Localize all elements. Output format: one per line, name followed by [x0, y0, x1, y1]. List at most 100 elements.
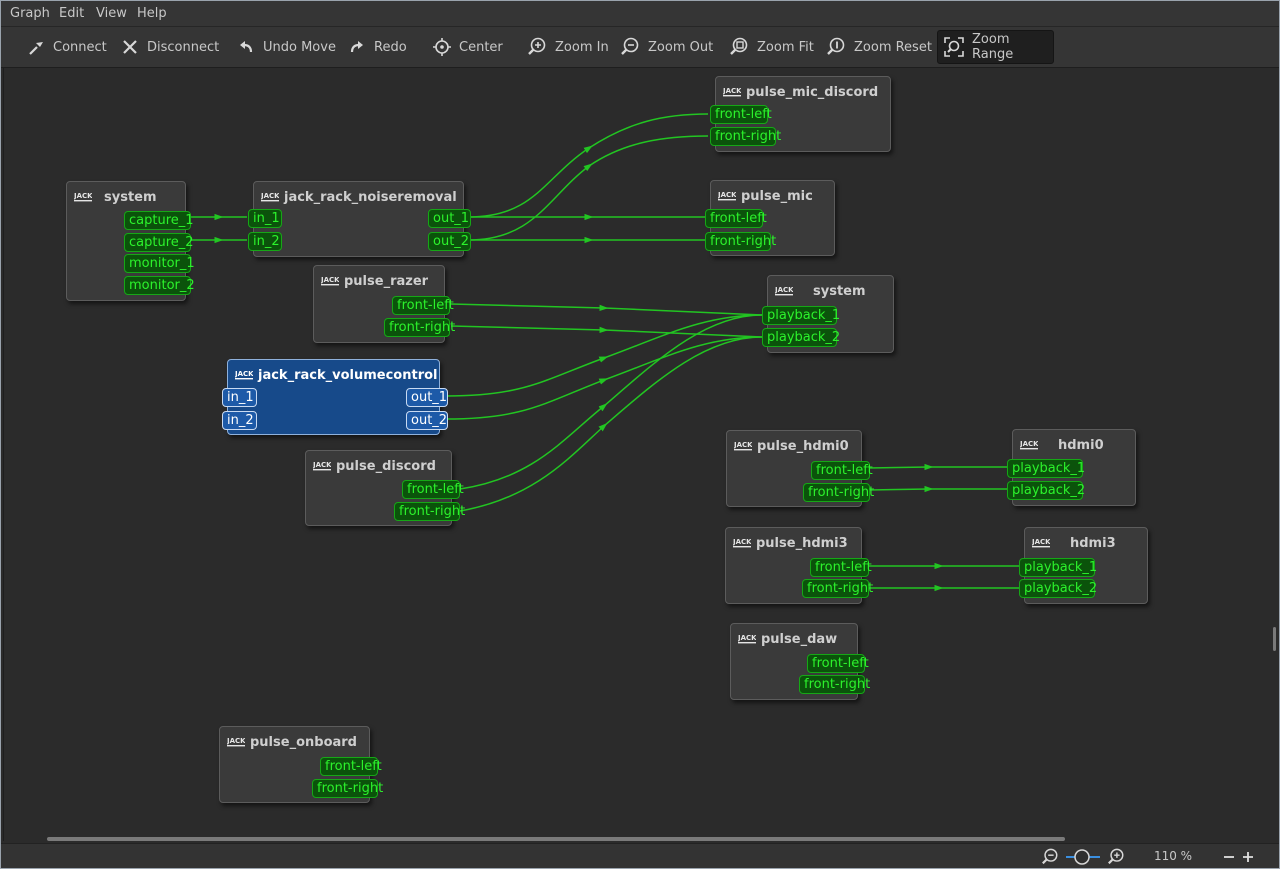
port-front-left[interactable]: front-left: [320, 757, 382, 776]
port-front-left[interactable]: front-left: [710, 105, 772, 124]
port-front-right[interactable]: front-right: [312, 779, 383, 798]
node-title: JACK hdmi3: [1032, 534, 1116, 552]
undo-icon: [240, 41, 253, 53]
port-out-2[interactable]: out_2: [428, 232, 471, 251]
port-in-2[interactable]: in_2: [222, 411, 257, 430]
patchbay-canvas[interactable]: JACK system capture_1 capture_2 monitor_…: [3, 68, 1276, 841]
svg-text:JACK: JACK: [775, 286, 793, 294]
port-monitor-1[interactable]: monitor_1: [124, 254, 195, 273]
jack-logo-icon: JACK: [738, 634, 756, 644]
zoom-range-button[interactable]: Zoom Range: [937, 30, 1054, 64]
port-front-left[interactable]: front-left: [705, 209, 767, 228]
node-name: pulse_discord: [336, 458, 436, 474]
port-playback-1[interactable]: playback_1: [762, 306, 840, 325]
port-front-right[interactable]: front-right: [384, 318, 455, 337]
node-pulse-onboard[interactable]: JACK pulse_onboard front-left front-righ…: [219, 726, 383, 803]
node-title: JACK pulse_hdmi3: [733, 534, 848, 552]
zoom-slider[interactable]: [1064, 844, 1102, 868]
zoom-increment-button[interactable]: [1239, 844, 1257, 868]
node-pulse-razer[interactable]: JACK pulse_razer front-left front-right: [313, 265, 455, 343]
zoom-fit-button[interactable]: Zoom Fit: [723, 30, 820, 64]
port-front-right[interactable]: front-right: [710, 127, 781, 146]
node-hdmi0[interactable]: JACK hdmi0 playback_1 playback_2: [1007, 429, 1136, 506]
port-out-2[interactable]: out_2: [406, 411, 448, 430]
menu-help[interactable]: Help: [137, 6, 167, 21]
zoom-decrement-button[interactable]: [1220, 844, 1238, 868]
node-pulse-discord[interactable]: JACK pulse_discord front-left front-righ…: [305, 450, 465, 526]
node-system-playback[interactable]: JACK system playback_1 playback_2: [762, 275, 894, 353]
node-pulse-hdmi0[interactable]: JACK pulse_hdmi0 front-left front-right: [726, 430, 874, 507]
node-pulse-hdmi3[interactable]: JACK pulse_hdmi3 front-left front-right: [725, 527, 873, 604]
node-system-capture[interactable]: JACK system capture_1 capture_2 monitor_…: [66, 181, 195, 301]
port-playback-1[interactable]: playback_1: [1019, 558, 1097, 577]
jack-logo-icon: JACK: [733, 538, 751, 548]
node-title: JACK pulse_discord: [313, 457, 436, 475]
menu-graph[interactable]: Graph: [10, 6, 50, 21]
port-in-1[interactable]: in_1: [222, 388, 257, 407]
wire-razer-fr-pb2[interactable]: [450, 325, 763, 338]
wire-hdmi0-fr-pb2[interactable]: [868, 485, 1007, 493]
port-front-right[interactable]: front-right: [394, 502, 465, 521]
node-jack-rack-noiseremoval[interactable]: JACK jack_rack_noiseremoval in_1 in_2 ou…: [248, 181, 471, 257]
wire-hdmi0-fl-pb1[interactable]: [868, 463, 1007, 471]
node-jack-rack-volumecontrol[interactable]: JACK jack_rack_volumecontrol in_1 in_2 o…: [222, 359, 448, 435]
port-front-left[interactable]: front-left: [392, 296, 454, 315]
port-playback-2[interactable]: playback_2: [1007, 481, 1085, 500]
redo-button[interactable]: Redo: [342, 30, 413, 64]
vertical-scrollbar[interactable]: [1273, 627, 1276, 651]
port-front-left[interactable]: front-left: [810, 558, 872, 577]
toolbar: Connect Disconnect Undo Move Redo Center…: [1, 27, 1279, 68]
center-button[interactable]: Center: [427, 30, 509, 64]
wire-vol-out1-pb1[interactable]: [445, 314, 763, 397]
wire-vol-out2-pb2[interactable]: [445, 336, 763, 420]
horizontal-scrollbar[interactable]: [47, 837, 1065, 841]
wire-razer-fl-pb1[interactable]: [450, 303, 763, 316]
port-in-2[interactable]: in_2: [248, 232, 282, 251]
port-monitor-2[interactable]: monitor_2: [124, 276, 195, 295]
zoom-reset-button[interactable]: Zoom Reset: [820, 30, 938, 64]
port-front-left[interactable]: front-left: [402, 480, 464, 499]
port-playback-1[interactable]: playback_1: [1007, 459, 1085, 478]
port-front-right[interactable]: front-right: [803, 483, 874, 502]
port-out-1[interactable]: out_1: [428, 209, 471, 228]
port-front-left[interactable]: front-left: [807, 654, 869, 673]
wire-discord-fr-pb2[interactable]: [459, 336, 763, 512]
zoom-in-button[interactable]: Zoom In: [521, 30, 615, 64]
connect-button[interactable]: Connect: [21, 30, 113, 64]
port-capture-2[interactable]: capture_2: [124, 233, 194, 252]
node-pulse-mic[interactable]: JACK pulse_mic front-left front-right: [705, 180, 835, 256]
node-title: JACK jack_rack_noiseremoval: [261, 188, 457, 206]
jack-logo-icon: JACK: [734, 441, 752, 451]
wire-out1-micdiscord-fl[interactable]: [468, 113, 709, 218]
zoom-out-button[interactable]: Zoom Out: [614, 30, 719, 64]
jack-logo-icon: JACK: [1032, 538, 1050, 548]
disconnect-icon: [123, 40, 137, 54]
port-front-right[interactable]: front-right: [799, 675, 870, 694]
svg-text:JACK: JACK: [235, 370, 253, 378]
port-playback-2[interactable]: playback_2: [762, 328, 840, 347]
port-front-left[interactable]: front-left: [811, 461, 873, 480]
status-zoom-in-button[interactable]: [1105, 844, 1127, 868]
zoom-range-icon: [944, 37, 964, 57]
port-front-right[interactable]: front-right: [802, 579, 873, 598]
disconnect-label: Disconnect: [147, 39, 220, 55]
port-front-right[interactable]: front-right: [705, 232, 776, 251]
wire-out2-micdiscord-fr[interactable]: [468, 135, 709, 241]
port-in-1[interactable]: in_1: [248, 209, 282, 228]
port-playback-2[interactable]: playback_2: [1019, 579, 1097, 598]
jack-logo-icon: JACK: [313, 461, 331, 471]
jack-logo-icon: JACK: [723, 87, 741, 97]
port-out-1[interactable]: out_1: [406, 388, 448, 407]
menu-edit[interactable]: Edit: [59, 6, 85, 21]
statusbar: 110 %: [1, 843, 1279, 868]
menu-view[interactable]: View: [96, 6, 127, 21]
disconnect-button[interactable]: Disconnect: [115, 30, 225, 64]
node-hdmi3[interactable]: JACK hdmi3 playback_1 playback_2: [1019, 527, 1148, 604]
status-zoom-out-button[interactable]: [1039, 844, 1061, 868]
wire-discord-fl-pb1[interactable]: [459, 314, 763, 490]
node-pulse-daw[interactable]: JACK pulse_daw front-left front-right: [730, 623, 870, 700]
node-name: pulse_razer: [344, 273, 429, 289]
node-pulse-mic-discord[interactable]: JACK pulse_mic_discord front-left front-…: [710, 76, 891, 152]
undo-move-button[interactable]: Undo Move: [231, 30, 342, 64]
port-capture-1[interactable]: capture_1: [124, 211, 194, 230]
